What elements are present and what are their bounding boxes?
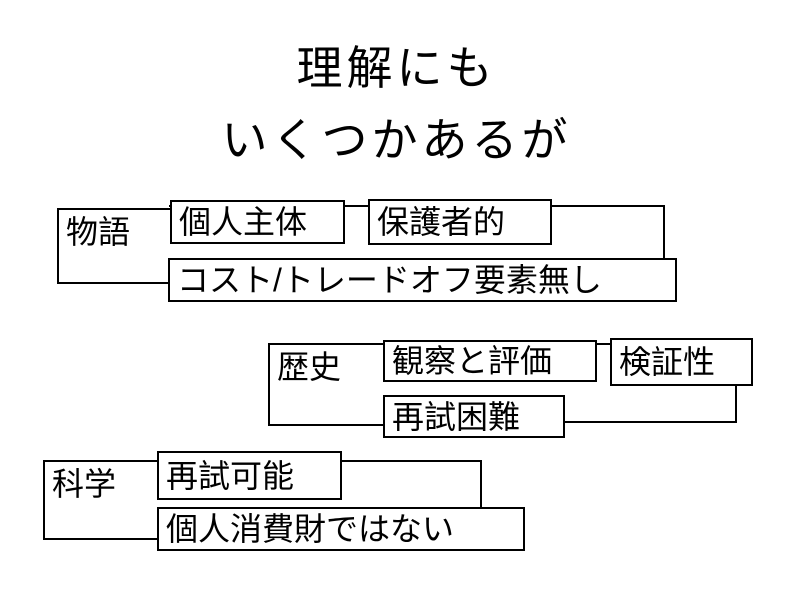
item-box-cost-tradeoff: コスト/トレードオフ要素無し	[168, 258, 677, 302]
item-box-saishi-konnan: 再試困難	[383, 395, 565, 438]
group-label-box-kagaku: 科学	[43, 460, 159, 540]
slide-title-line-2: いくつかあるが	[221, 114, 572, 166]
item-box-saishi-kano: 再試可能	[157, 451, 342, 500]
item-box-kansatsu-hyoka: 観察と評価	[383, 340, 597, 382]
slide-title-line-1: 理解にも	[296, 42, 497, 94]
item-box-hogoshateki: 保護者的	[368, 199, 552, 245]
item-box-kojin-shutai: 個人主体	[170, 200, 345, 244]
group-label-box-monogatari: 物語	[57, 208, 170, 284]
group-label-box-rekishi: 歴史	[268, 343, 383, 426]
item-box-kojin-shohizai: 個人消費財ではない	[157, 507, 525, 551]
item-box-kenshosei: 検証性	[610, 338, 753, 386]
